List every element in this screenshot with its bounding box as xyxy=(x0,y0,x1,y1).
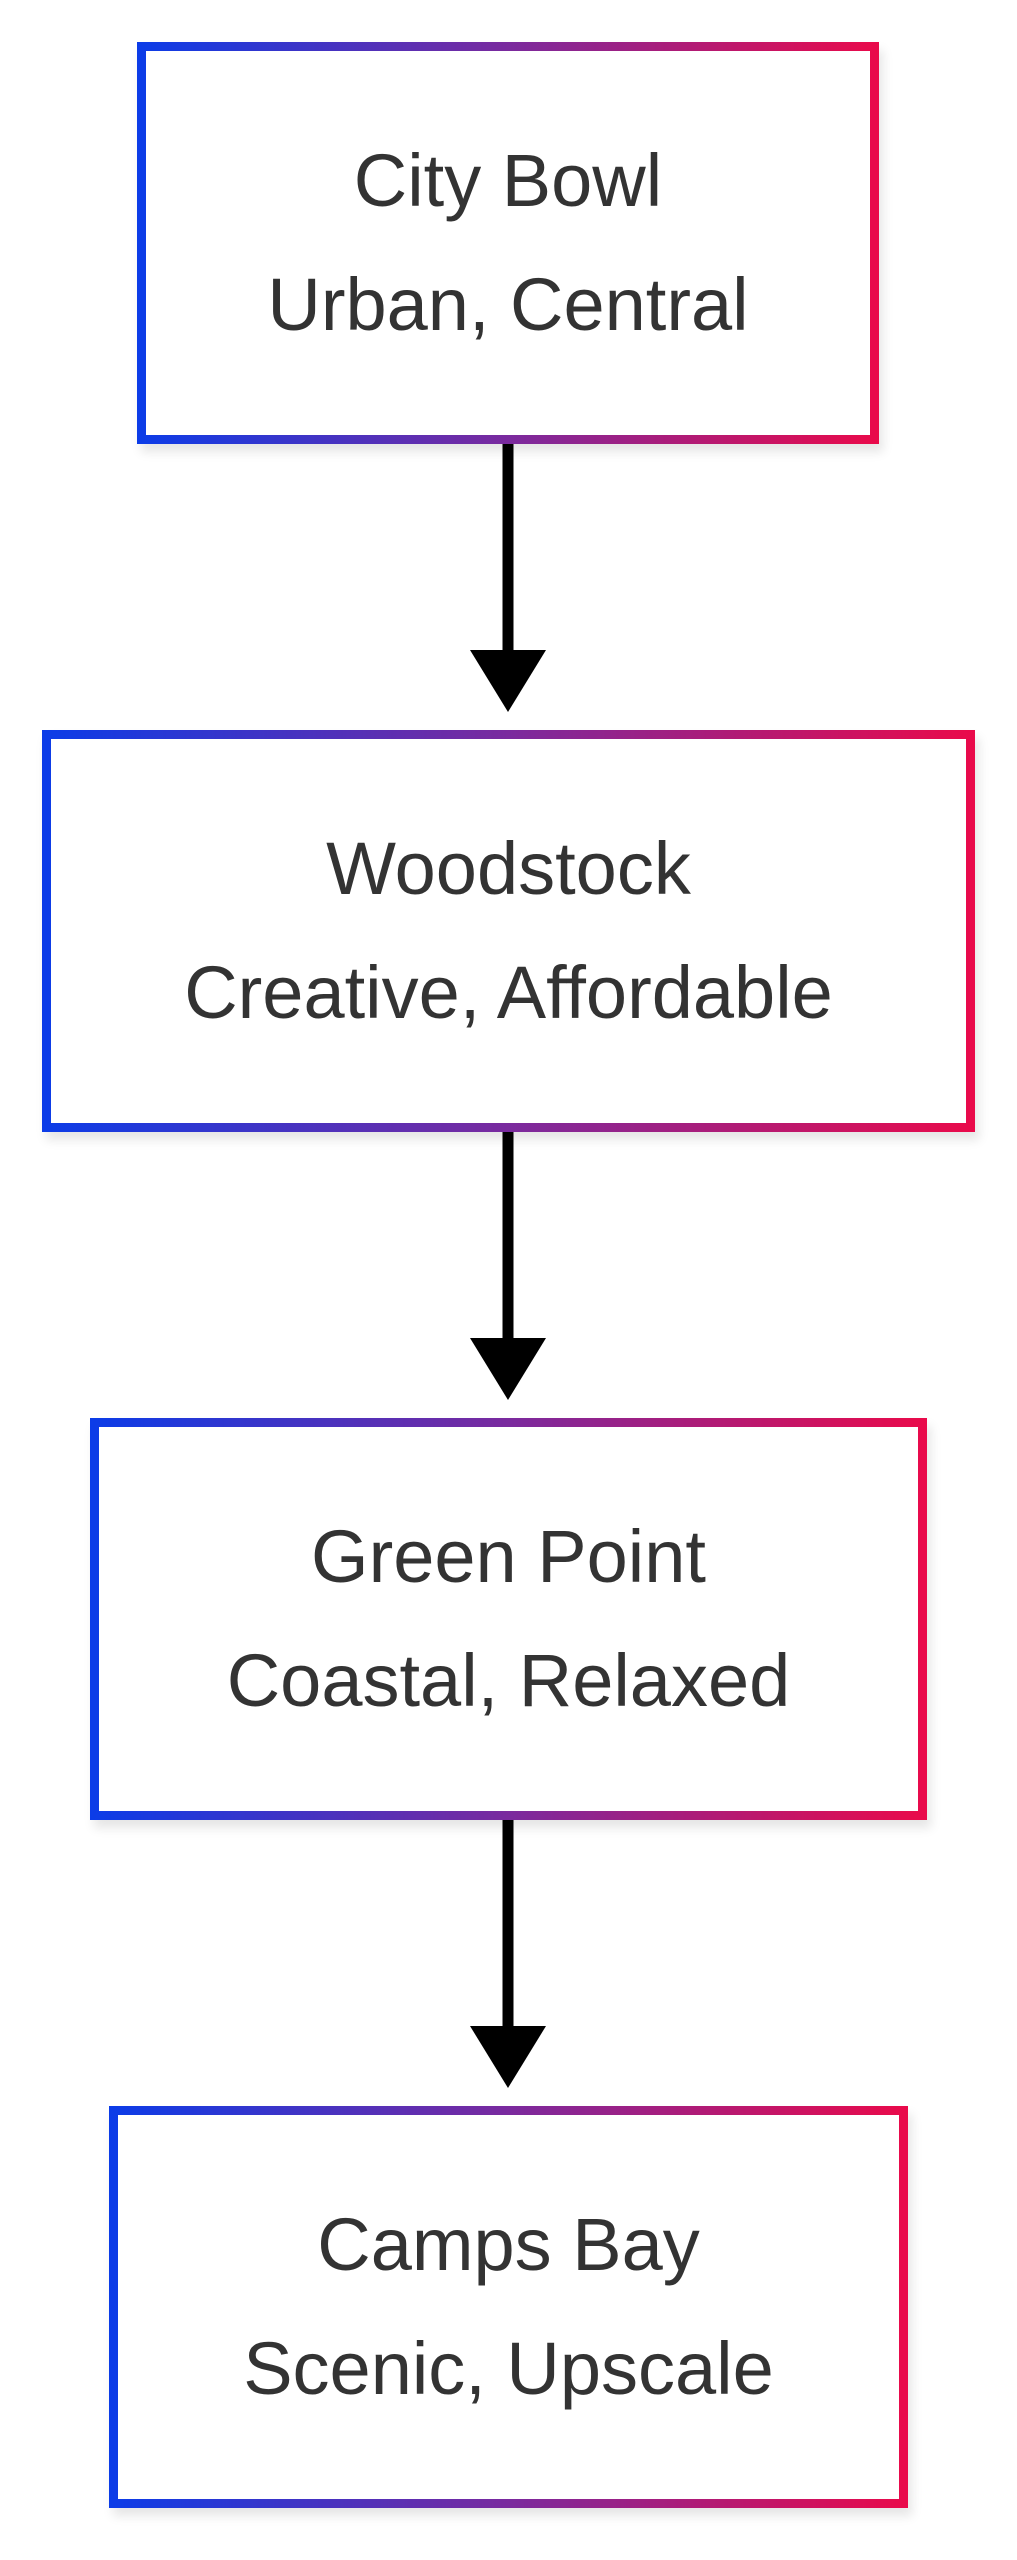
edge-green-point-to-camps-bay xyxy=(470,1818,546,2088)
node-subtitle: Creative, Affordable xyxy=(184,951,833,1034)
node-woodstock: Woodstock Creative, Affordable xyxy=(42,730,975,1132)
node-title: City Bowl xyxy=(353,139,663,222)
node-city-bowl: City Bowl Urban, Central xyxy=(137,42,879,444)
node-green-point: Green Point Coastal, Relaxed xyxy=(90,1418,927,1820)
node-subtitle: Scenic, Upscale xyxy=(243,2327,774,2410)
node-subtitle: Urban, Central xyxy=(267,263,749,346)
node-title: Woodstock xyxy=(326,827,691,910)
node-title: Green Point xyxy=(311,1515,706,1598)
node-title: Camps Bay xyxy=(317,2203,700,2286)
node-camps-bay: Camps Bay Scenic, Upscale xyxy=(109,2106,908,2508)
edge-woodstock-to-green-point xyxy=(470,1130,546,1400)
node-subtitle: Coastal, Relaxed xyxy=(226,1639,791,1722)
edge-city-bowl-to-woodstock xyxy=(470,442,546,712)
